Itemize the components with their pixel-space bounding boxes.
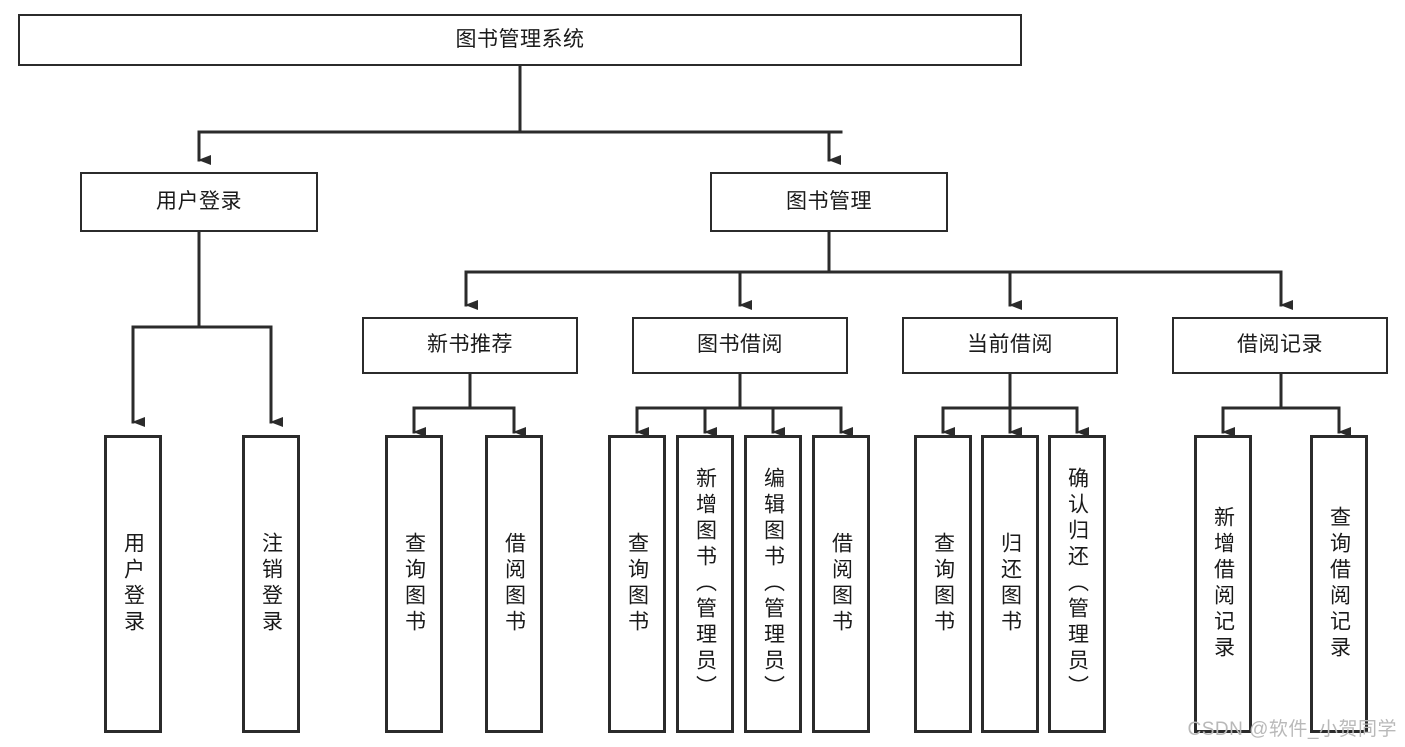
- node-book-manage[interactable]: 图书管理: [710, 172, 948, 232]
- node-leaf-user-logout-label: 注销登录: [259, 532, 283, 636]
- node-leaf-query-book-1-label: 查询图书: [402, 532, 426, 636]
- node-leaf-confirm-return-label: 确认归还（管理员）: [1065, 467, 1089, 701]
- node-leaf-query-book-2[interactable]: 查询图书: [608, 435, 666, 733]
- node-leaf-query-record[interactable]: 查询借阅记录: [1310, 435, 1368, 733]
- node-new-book-recommend-label: 新书推荐: [427, 333, 513, 357]
- node-root-label: 图书管理系统: [455, 27, 585, 51]
- node-leaf-borrow-book-2-label: 借阅图书: [829, 532, 853, 636]
- node-leaf-confirm-return[interactable]: 确认归还（管理员）: [1048, 435, 1106, 733]
- node-leaf-return-book-label: 归还图书: [998, 532, 1022, 636]
- node-leaf-query-book-2-label: 查询图书: [625, 532, 649, 636]
- node-leaf-edit-book-label: 编辑图书（管理员）: [761, 467, 785, 701]
- node-leaf-query-book-1[interactable]: 查询图书: [385, 435, 443, 733]
- node-book-borrow-label: 图书借阅: [697, 333, 783, 357]
- node-user-login[interactable]: 用户登录: [80, 172, 318, 232]
- node-book-borrow[interactable]: 图书借阅: [632, 317, 848, 374]
- node-leaf-borrow-book-1[interactable]: 借阅图书: [485, 435, 543, 733]
- node-borrow-record-label: 借阅记录: [1237, 333, 1323, 357]
- node-leaf-edit-book[interactable]: 编辑图书（管理员）: [744, 435, 802, 733]
- node-leaf-query-book-3-label: 查询图书: [931, 532, 955, 636]
- node-leaf-query-record-label: 查询借阅记录: [1327, 506, 1351, 662]
- node-leaf-borrow-book-2[interactable]: 借阅图书: [812, 435, 870, 733]
- node-root[interactable]: 图书管理系统: [18, 14, 1022, 66]
- csdn-watermark: CSDN @软件_小贺同学: [1187, 719, 1397, 740]
- node-new-book-recommend[interactable]: 新书推荐: [362, 317, 578, 374]
- node-leaf-user-login-label: 用户登录: [121, 532, 145, 636]
- node-book-manage-label: 图书管理: [786, 189, 872, 213]
- node-leaf-user-logout[interactable]: 注销登录: [242, 435, 300, 733]
- node-leaf-user-login[interactable]: 用户登录: [104, 435, 162, 733]
- node-current-borrow[interactable]: 当前借阅: [902, 317, 1118, 374]
- node-current-borrow-label: 当前借阅: [967, 333, 1053, 357]
- node-leaf-add-book-label: 新增图书（管理员）: [693, 467, 717, 701]
- node-borrow-record[interactable]: 借阅记录: [1172, 317, 1388, 374]
- node-user-login-label: 用户登录: [156, 189, 242, 213]
- node-leaf-add-record-label: 新增借阅记录: [1211, 506, 1235, 662]
- node-leaf-add-book[interactable]: 新增图书（管理员）: [676, 435, 734, 733]
- node-leaf-add-record[interactable]: 新增借阅记录: [1194, 435, 1252, 733]
- node-leaf-return-book[interactable]: 归还图书: [981, 435, 1039, 733]
- node-leaf-borrow-book-1-label: 借阅图书: [502, 532, 526, 636]
- node-leaf-query-book-3[interactable]: 查询图书: [914, 435, 972, 733]
